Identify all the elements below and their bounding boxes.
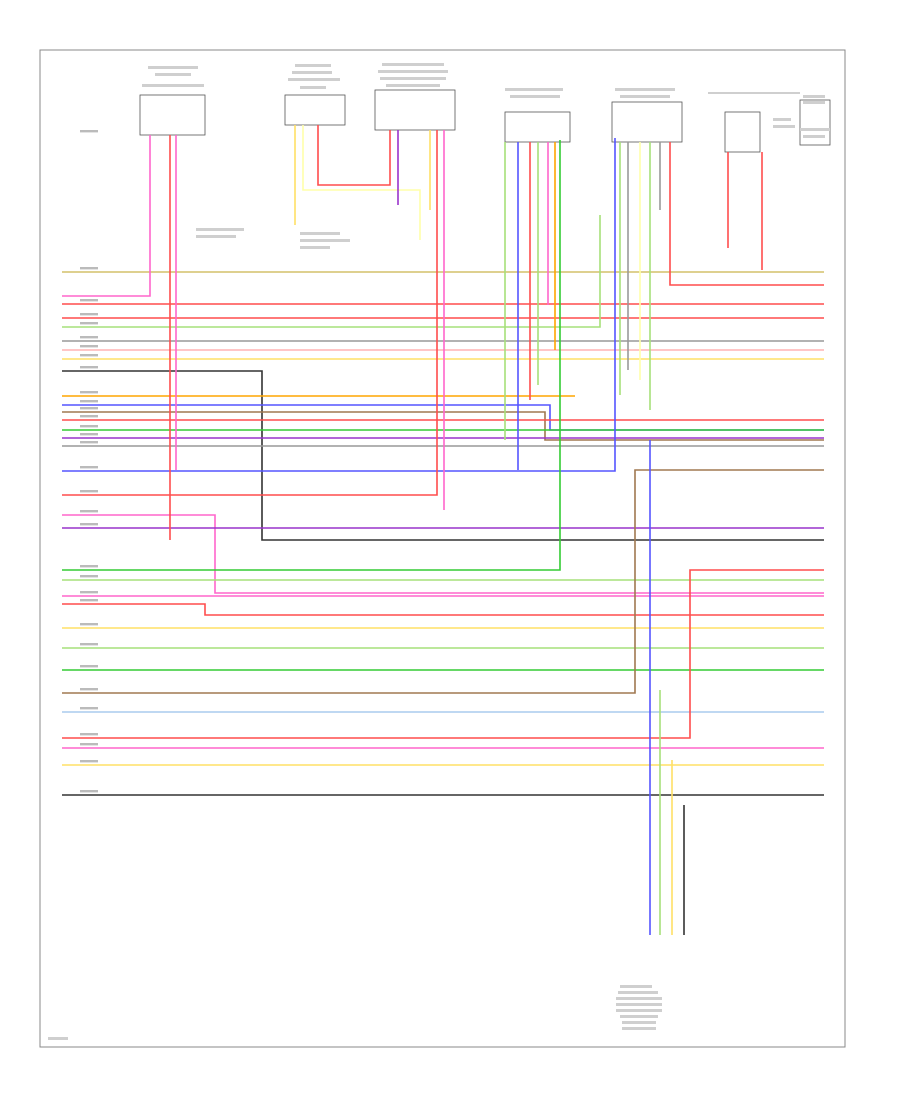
row-label — [80, 623, 98, 626]
row-label — [80, 523, 98, 526]
row-label — [80, 441, 98, 444]
component-box-3 — [374, 89, 456, 131]
vertical-wire-4 — [302, 125, 421, 240]
wire-05 — [62, 215, 601, 328]
wire-17 — [62, 138, 616, 472]
component-box-1 — [139, 94, 206, 136]
component-box-6 — [724, 111, 761, 153]
row-label — [80, 433, 98, 436]
component-labels — [48, 63, 830, 1040]
row-label — [80, 575, 98, 578]
wire-02 — [62, 135, 151, 297]
row-label — [80, 345, 98, 348]
row-label — [80, 733, 98, 736]
row-label — [80, 643, 98, 646]
row-label — [80, 510, 98, 513]
vertical-wire-20 — [669, 142, 824, 286]
row-label — [80, 366, 98, 369]
wires-layer — [62, 125, 824, 935]
row-label — [80, 760, 98, 763]
row-label — [80, 743, 98, 746]
row-label — [80, 591, 98, 594]
row-label — [80, 565, 98, 568]
component-box-2 — [284, 94, 346, 126]
component-box-7 — [799, 99, 831, 146]
row-label — [80, 130, 98, 133]
row-label — [80, 354, 98, 357]
row-label — [80, 336, 98, 339]
row-label — [80, 400, 98, 403]
row-label — [80, 322, 98, 325]
row-label — [80, 313, 98, 316]
row-label — [80, 707, 98, 710]
wire-30 — [62, 569, 824, 739]
wire-19 — [62, 514, 824, 594]
wire-24 — [62, 603, 824, 616]
row-label — [80, 599, 98, 602]
vertical-wire-5 — [317, 125, 391, 186]
row-label — [80, 688, 98, 691]
wire-18 — [62, 130, 438, 496]
row-label — [80, 665, 98, 668]
row-label — [80, 415, 98, 418]
component-box-4 — [504, 111, 571, 143]
row-label — [80, 267, 98, 270]
row-label — [80, 490, 98, 493]
row-labels-layer — [80, 130, 98, 793]
component-box-5 — [611, 101, 683, 143]
row-label — [80, 407, 98, 410]
wire-12 — [62, 411, 824, 441]
wire-09 — [62, 370, 824, 541]
row-label — [80, 466, 98, 469]
row-label — [80, 425, 98, 428]
wire-28 — [62, 469, 824, 694]
diagram-frame — [39, 49, 846, 1048]
row-label — [80, 790, 98, 793]
wire-21 — [62, 140, 561, 571]
row-label — [80, 391, 98, 394]
row-label — [80, 299, 98, 302]
